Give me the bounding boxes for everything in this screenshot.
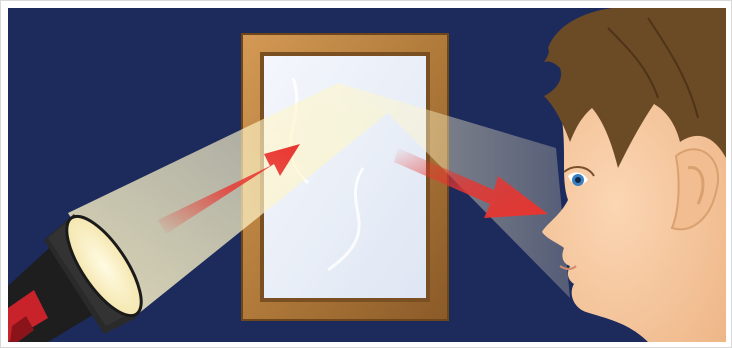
reflection-scene (8, 8, 726, 342)
scene-svg (8, 8, 726, 342)
